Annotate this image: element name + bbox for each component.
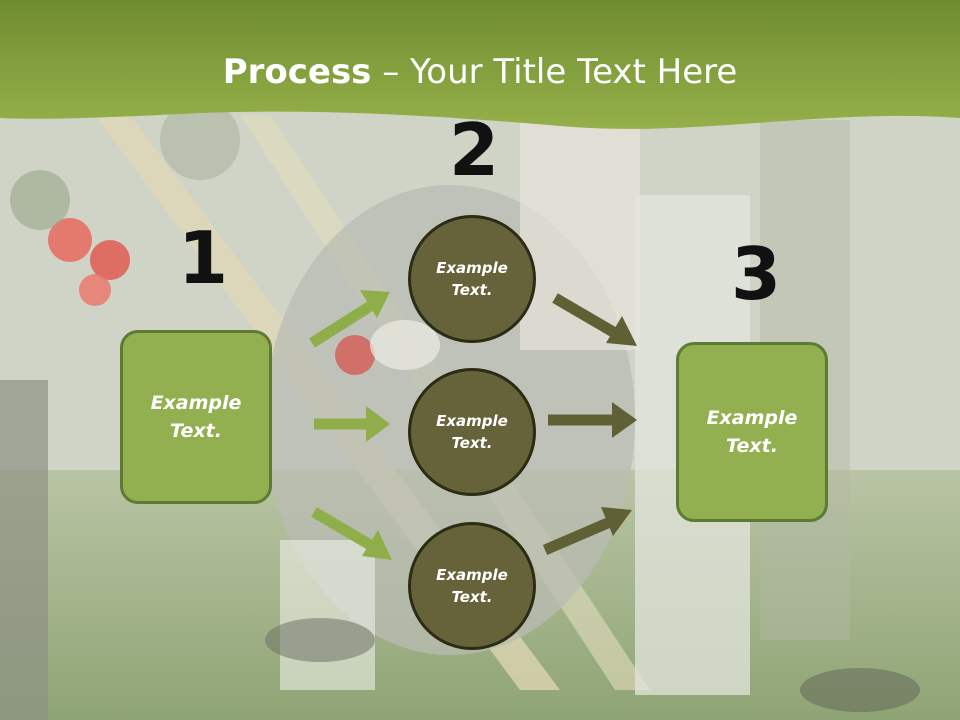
circle-bottom-text: Example Text. — [436, 565, 508, 607]
step-2-circle-top: Example Text. — [408, 215, 536, 343]
arrow-left-to-bottom — [311, 507, 392, 560]
slide-title: Process – Your Title Text Here — [0, 52, 960, 92]
step-1-box-text: Example Text. — [150, 391, 242, 443]
step-2-circle-bottom: Example Text. — [408, 522, 536, 650]
step-2-circle-middle: Example Text. — [408, 368, 536, 496]
arrow-bottom-to-right — [542, 507, 632, 556]
step-3-box-text: Example Text. — [706, 406, 798, 458]
arrow-top-to-right — [552, 293, 637, 346]
title-bold: Process — [222, 52, 372, 92]
step-1-box: Example Text. — [120, 330, 272, 504]
circle-middle-text: Example Text. — [436, 411, 508, 453]
arrow-left-to-top — [309, 290, 390, 348]
step-number-1: 1 — [178, 216, 229, 300]
step-3-box: Example Text. — [676, 342, 828, 522]
arrow-left-to-middle — [314, 406, 390, 442]
title-rest: – Your Title Text Here — [371, 52, 738, 92]
circle-top-text: Example Text. — [436, 258, 508, 300]
step-number-3: 3 — [731, 232, 782, 316]
arrow-middle-to-right — [548, 402, 637, 438]
step-number-2: 2 — [449, 108, 500, 192]
